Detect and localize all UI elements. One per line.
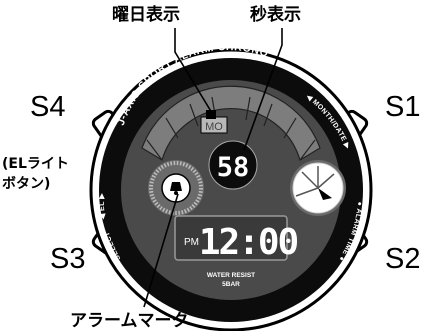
main-lcd: PM 12:00 [174,215,300,263]
button-label-s3: S3 [50,243,85,275]
callout-el-button-line1: (ELライト [2,156,69,172]
bezel-el-label: ◀ EL ▶ [99,193,108,221]
am-pm-indicator: PM [184,237,199,248]
callout-seconds: 秒表示 [250,4,301,25]
subdial-hand-icon [318,188,332,200]
button-label-s4: S4 [30,91,65,123]
time-display: 12:00 [199,222,298,263]
callout-day-of-week: 曜日表示 [112,4,180,25]
day-display: MO [200,110,228,134]
seconds-subdial: 58 [208,140,258,190]
seconds-display: 58 [217,152,250,183]
water-resist-line1: WATER RESIST [207,272,255,279]
left-subdial [148,160,204,216]
right-subdial [290,160,346,216]
day-indicator-marker [206,110,216,119]
callout-alarm-mark: アラームマーク [70,311,189,331]
day-display-text: MO [205,121,223,133]
button-label-s2: S2 [385,243,420,275]
callout-el-button-line2: ボタン) [2,176,50,192]
button-label-s1: S1 [385,91,420,123]
leader-lines [143,28,283,308]
water-resist-line2: 5BAR [222,281,240,288]
alarm-bell-icon [170,182,182,191]
seconds-ring [141,85,321,161]
